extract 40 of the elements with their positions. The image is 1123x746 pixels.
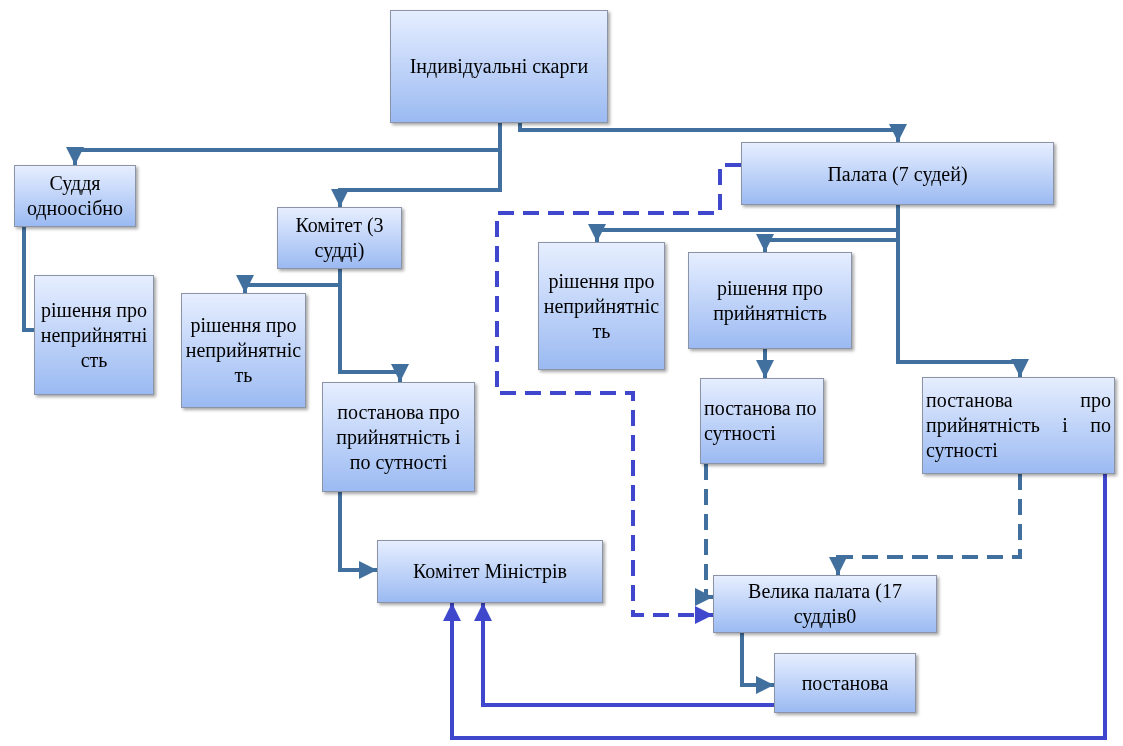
process-box xyxy=(741,142,1054,205)
box-label: постанова по сутності xyxy=(704,396,818,446)
process-box xyxy=(688,252,852,349)
process-box xyxy=(34,275,154,395)
arrow xyxy=(756,349,774,378)
box-label: постанова xyxy=(800,670,890,696)
box-label: Палата (7 судей) xyxy=(826,161,969,188)
process-box xyxy=(377,540,603,603)
process-box xyxy=(922,377,1115,474)
process-box xyxy=(774,653,916,713)
arrow xyxy=(518,123,907,142)
arrow xyxy=(829,474,1022,575)
arrow xyxy=(443,474,1107,740)
box-label: Суддя одноосібно xyxy=(25,171,125,221)
arrow xyxy=(896,205,1029,377)
connector-line xyxy=(22,227,34,332)
box-label: Комітет (3 судді) xyxy=(294,213,385,263)
process-box xyxy=(322,382,475,492)
box-label: Комітет Міністрів xyxy=(412,559,568,584)
process-box xyxy=(277,207,402,269)
box-label: рішення про неприйнятність xyxy=(185,313,302,388)
process-box xyxy=(181,293,306,408)
box-label: постанова про прийнятність і по сутності xyxy=(335,399,462,475)
arrow xyxy=(338,492,377,579)
arrow xyxy=(695,464,713,606)
process-box xyxy=(538,242,665,370)
arrow xyxy=(331,123,502,207)
process-box xyxy=(14,165,136,227)
arrow xyxy=(495,163,741,624)
process-box xyxy=(700,378,824,464)
box-label: рішення про неприйнятність xyxy=(542,268,661,344)
box-label: Індивідуальні скарги xyxy=(408,54,590,79)
process-box xyxy=(390,10,608,123)
box-label: постанова про прийнятність і по сутності xyxy=(926,388,1111,463)
arrow xyxy=(740,633,774,694)
box-label: рішення про прийнятність xyxy=(712,275,828,326)
arrow xyxy=(474,603,774,707)
process-box xyxy=(713,575,937,633)
box-label: рішення про неприйнятність xyxy=(39,297,149,373)
box-label: Велика палата (17 суддів0 xyxy=(747,579,903,629)
